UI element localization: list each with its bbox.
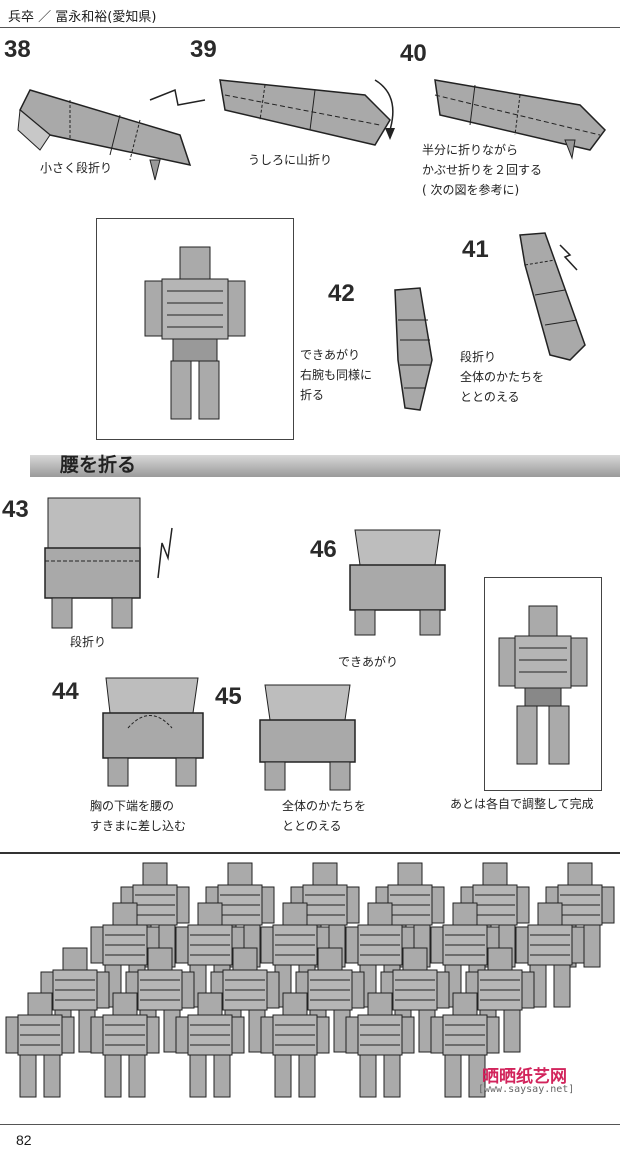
page-number: 82 <box>16 1132 32 1148</box>
watermark-logo: 晒晒纸艺网 <box>482 1067 567 1087</box>
step-42-caption: できあがり 右腕も同様に 折る <box>300 348 373 402</box>
step-45-diagram <box>259 684 356 791</box>
step-46-diagram <box>349 529 446 636</box>
watermark-url: [www.saysay.net] <box>478 1084 575 1095</box>
step-42-diagram <box>394 287 433 411</box>
step-44-caption: 胸の下端を腰の すきまに差し込む <box>90 799 187 833</box>
step-40-caption: 半分に折りながら かぶせ折りを２回する ( 次の図を参考に) <box>422 143 543 197</box>
robot-figure-finished <box>498 605 588 765</box>
step-41-number: 41 <box>462 236 489 263</box>
robot-figure-top <box>144 246 246 420</box>
robot-frame-finished <box>484 577 602 791</box>
step-45-number: 45 <box>215 683 242 710</box>
step-38-caption: 小さく段折り <box>40 161 113 175</box>
step-40-diagram <box>434 79 606 160</box>
step-42-number: 42 <box>328 280 355 307</box>
step-41-caption: 段折り 全体のかたちを ととのえる <box>460 350 545 404</box>
gallery-rule <box>0 852 620 854</box>
step-43-caption: 段折り <box>70 635 107 649</box>
footer-rule <box>0 1124 620 1125</box>
section-bar <box>30 455 620 477</box>
step-38-diagram <box>17 88 206 181</box>
step-39-number: 39 <box>190 36 217 63</box>
step-39-caption: うしろに山折り <box>248 153 333 167</box>
step-44-diagram <box>102 677 204 787</box>
step-44-number: 44 <box>52 678 79 705</box>
step-39-diagram <box>219 79 395 146</box>
step-38-number: 38 <box>4 36 31 63</box>
step-46-number: 46 <box>310 536 337 563</box>
page-header: 兵卒 ／ 冨永和裕(愛知県) <box>8 10 157 25</box>
section-title: 腰を折る <box>60 454 137 476</box>
step-40-number: 40 <box>400 40 427 67</box>
robot-frame-top <box>96 218 294 440</box>
finish-caption: あとは各自で調整して完成 <box>450 797 594 811</box>
step-46-caption: できあがり <box>338 655 399 669</box>
step-41-diagram <box>519 232 586 361</box>
step-45-caption: 全体のかたちを ととのえる <box>282 799 367 833</box>
header-rule <box>0 27 620 28</box>
step-43-number: 43 <box>2 496 29 523</box>
step-43-diagram <box>44 497 173 629</box>
